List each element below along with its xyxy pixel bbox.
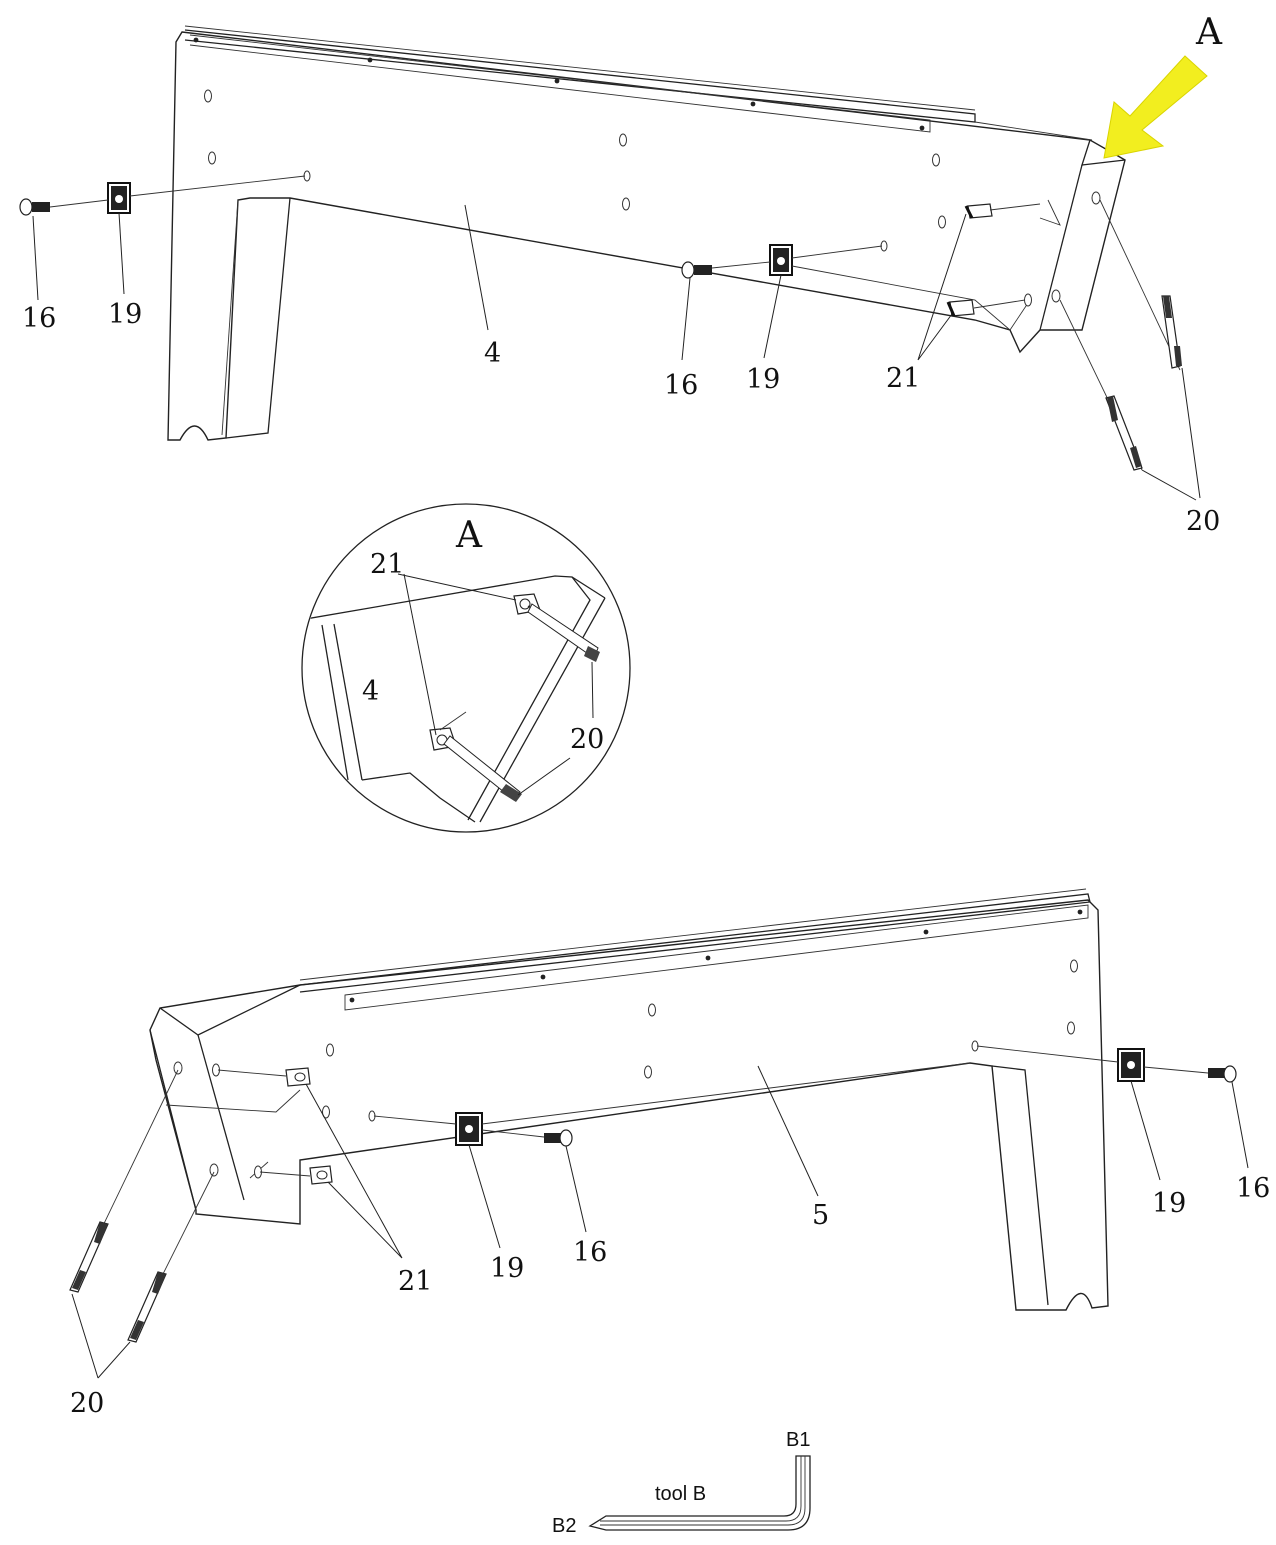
label-19-bottom-mid: 19 — [490, 1253, 524, 1284]
tool-b-hex-key — [588, 1455, 811, 1531]
detail-view-a — [301, 503, 631, 833]
label-16-bottom-right: 16 — [1236, 1173, 1270, 1204]
top-assembly — [19, 25, 1201, 501]
nut-19-top-mid — [769, 244, 793, 276]
screw-16-bottom-right — [1208, 1065, 1237, 1083]
label-20-bottom: 20 — [70, 1388, 104, 1419]
label-16-top-mid: 16 — [664, 370, 698, 401]
label-21-detail: 21 — [370, 549, 404, 580]
tool-b-label: tool B — [655, 1483, 706, 1505]
side-panel-4 — [167, 31, 1126, 441]
label-21-bottom: 21 — [398, 1266, 432, 1297]
view-a-label-detail: A — [455, 515, 483, 556]
panel-holes-top — [204, 89, 1101, 307]
screw-16-bottom-mid — [544, 1129, 573, 1147]
label-19-bottom-right: 19 — [1152, 1188, 1186, 1219]
label-19-top-left: 19 — [108, 299, 142, 330]
rail-screws-bottom — [349, 909, 1083, 1003]
panel-holes-bottom — [173, 959, 1078, 1179]
label-16-bottom-mid: 16 — [573, 1237, 607, 1268]
view-a-label-top: A — [1195, 12, 1223, 53]
bolts-20-bottom — [69, 1069, 215, 1343]
screw-16-top-left — [19, 198, 50, 216]
bolts-20-top — [1059, 199, 1182, 471]
dowel-21-top — [946, 203, 993, 317]
nut-19-bottom-mid — [455, 1112, 483, 1146]
nut-19-bottom-right — [1117, 1048, 1145, 1082]
label-19-top-mid: 19 — [746, 364, 780, 395]
screw-16-top-mid — [681, 261, 712, 279]
nut-19-top-left — [107, 182, 131, 214]
bottom-assembly — [69, 888, 1249, 1379]
tool-b2-label: B2 — [552, 1515, 576, 1537]
side-panel-5 — [149, 899, 1109, 1311]
label-20-top: 20 — [1186, 506, 1220, 537]
label-4-detail: 4 — [362, 676, 379, 707]
dowel-21-bottom — [285, 1067, 333, 1185]
label-5-bottom: 5 — [812, 1200, 829, 1231]
label-20-detail: 20 — [570, 724, 604, 755]
label-4-top: 4 — [484, 338, 501, 369]
tool-b1-label: B1 — [786, 1429, 810, 1451]
view-a-arrow — [1103, 55, 1208, 159]
label-16-top-left: 16 — [22, 303, 56, 334]
label-21-top: 21 — [886, 363, 920, 394]
rail-screws-top — [193, 37, 925, 131]
